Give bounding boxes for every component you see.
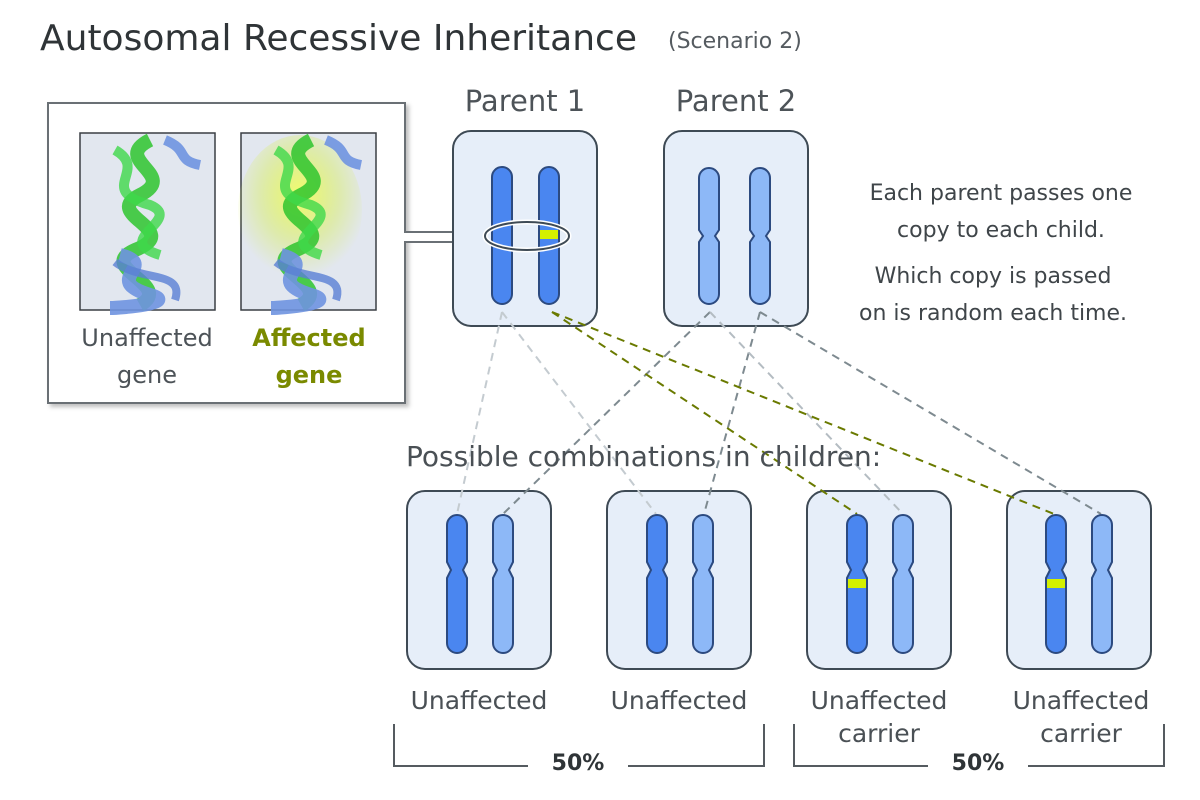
child2-chromosomes (646, 514, 714, 654)
child1-label-line1: Unaffected (410, 686, 548, 715)
child4-label: Unaffected carrier (991, 684, 1171, 750)
unaffected-gene-label-line1: Unaffected (81, 324, 213, 352)
affected-gene-marker (540, 230, 558, 239)
bracket-left-percent: 50% (528, 751, 628, 776)
affected-gene-label-line1: Affected (252, 324, 366, 352)
unaffected-gene-image (79, 132, 216, 315)
page-subtitle: (Scenario 2) (668, 29, 802, 54)
child4-label-line1: Unaffected (1012, 686, 1150, 715)
affected-gene-label: Affected gene (224, 320, 394, 394)
line-p2b-c2 (703, 311, 761, 515)
child4-label-line2: carrier (1040, 719, 1122, 748)
child-box-2 (606, 490, 752, 670)
parent2-box (663, 130, 809, 327)
note-passing-line2: copy to each child. (897, 218, 1105, 243)
parent1-chromosome-2 (538, 166, 560, 305)
gene-inset-panel (47, 102, 490, 404)
child1-label: Unaffected (389, 684, 569, 717)
line-p2a-c3 (709, 311, 904, 515)
parent1-label: Parent 1 (464, 84, 586, 118)
affected-gene-label-line2: gene (275, 361, 343, 389)
child3-label-line2: carrier (838, 719, 920, 748)
child3-label-line1: Unaffected (810, 686, 948, 715)
child2-label: Unaffected (589, 684, 769, 717)
parent1-chromosome-1 (491, 166, 513, 305)
line-p2a-c1 (502, 311, 711, 515)
note-random-line2: on is random each time. (858, 301, 1128, 326)
child1-chromosomes (446, 514, 514, 654)
page-title: Autosomal Recessive Inheritance (40, 18, 637, 59)
child-box-1 (406, 490, 552, 670)
affected-gene-image (238, 132, 377, 315)
inheritance-lines (456, 311, 1102, 515)
parent2-chromosome-1 (698, 167, 720, 305)
child4-chromosomes (1045, 514, 1113, 654)
note-passing-line1: Each parent passes one (869, 181, 1133, 206)
note-random-line1: Which copy is passed (874, 264, 1112, 289)
line-p1b-c4 (551, 311, 1055, 515)
child3-chromosomes (846, 514, 914, 654)
line-p1a-c1 (456, 311, 503, 515)
note-passing: Each parent passes one copy to each chil… (836, 175, 1166, 249)
child3-label: Unaffected carrier (789, 684, 969, 750)
unaffected-gene-label: Unaffected gene (62, 320, 232, 394)
parent2-chromosome-2 (749, 167, 771, 305)
line-p2b-c4 (759, 311, 1102, 515)
affected-gene-marker (848, 579, 866, 588)
line-p1b-c3 (551, 311, 858, 515)
child2-label-line1: Unaffected (610, 686, 748, 715)
affected-gene-marker (1047, 579, 1065, 588)
child-box-4 (1006, 490, 1152, 670)
note-random: Which copy is passed on is random each t… (828, 258, 1158, 332)
parent2-label: Parent 2 (675, 84, 797, 118)
child-box-3 (806, 490, 952, 670)
unaffected-gene-label-line2: gene (117, 361, 177, 389)
bracket-right-percent: 50% (928, 751, 1028, 776)
parent1-box (452, 130, 598, 327)
line-p1a-c2 (501, 311, 657, 515)
combinations-heading: Possible combinations in children: (406, 440, 882, 473)
